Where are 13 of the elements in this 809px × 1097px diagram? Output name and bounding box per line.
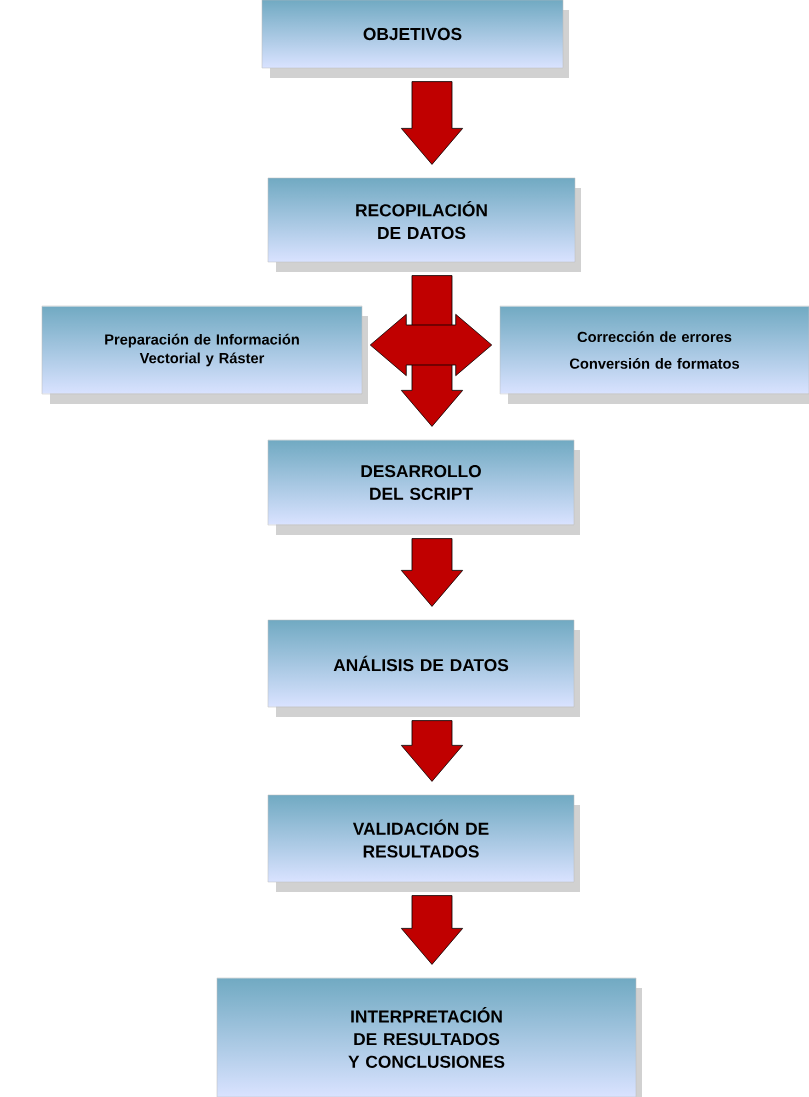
block-arrow [369, 313, 493, 377]
block-arrow [400, 538, 464, 607]
block-arrow [400, 81, 464, 165]
block-arrow [400, 895, 464, 965]
process-box: OBJETIVOS [261, 0, 569, 78]
process-box: Corrección de errores Conversión de formatos [499, 305, 809, 404]
process-box: DESARROLLO DEL SCRIPT [267, 439, 580, 535]
block-arrow [400, 720, 464, 782]
process-box: ANÁLISIS DE DATOS [267, 619, 580, 717]
process-box: RECOPILACIÓN DE DATOS [267, 177, 581, 272]
process-box: INTERPRETACIÓN DE RESULTADOS Y CONCLUSIONES [216, 977, 642, 1097]
process-box: Preparación de Información Vectorial y Ráster [41, 305, 368, 404]
process-box: VALIDACIÓN DE RESULTADOS [267, 794, 580, 892]
